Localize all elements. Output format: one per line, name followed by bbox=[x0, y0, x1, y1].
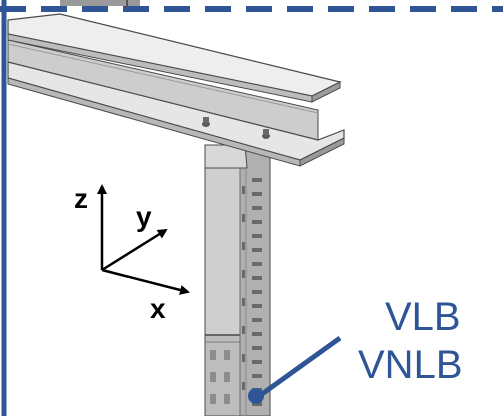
callout: VLB VNLB bbox=[248, 295, 463, 404]
callout-leader-line bbox=[260, 335, 342, 397]
y-axis-arrow bbox=[101, 228, 168, 272]
z-axis-label: z bbox=[74, 183, 88, 214]
x-axis-arrow bbox=[101, 268, 190, 295]
beam-bolts bbox=[202, 117, 270, 139]
steel-column bbox=[204, 144, 271, 416]
lower-perforations bbox=[210, 350, 230, 404]
coordinate-axes: z y x bbox=[74, 183, 190, 324]
callout-label-vnlb: VNLB bbox=[358, 343, 463, 387]
y-axis-label: y bbox=[136, 201, 152, 232]
top-remnant-edge bbox=[126, 0, 128, 8]
top-remnant bbox=[60, 0, 140, 6]
steel-i-beam bbox=[7, 13, 345, 167]
callout-label-vlb: VLB bbox=[385, 295, 461, 339]
x-axis-label: x bbox=[150, 293, 166, 324]
callout-dot bbox=[248, 388, 264, 404]
